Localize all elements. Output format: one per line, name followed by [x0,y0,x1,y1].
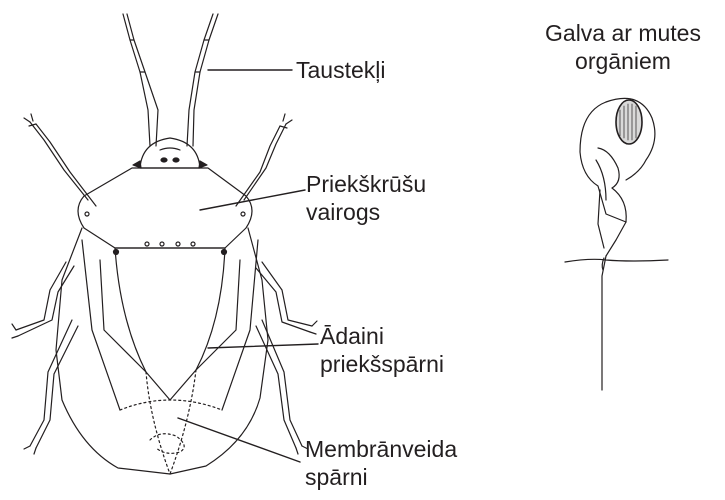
label-membrane: Membrānveida spārni [305,435,457,491]
surface-line [565,259,668,262]
label-membrane-line2: spārni [305,463,457,491]
body-outline-drawing [56,228,268,474]
shield-bug-illustration [12,14,317,474]
head-side-view-illustration [565,98,668,390]
membrane-drawing [120,400,222,410]
label-pronotum-line1: Priekškrūšu [306,170,426,198]
pronotum-pointer-line [200,190,305,210]
legs-drawing [12,114,317,454]
mouthparts-drawing [602,256,606,390]
antennae-drawing [123,14,218,146]
membrane-pointer-line [178,418,300,462]
label-pronotum: Priekškrūšu vairogs [306,170,426,226]
forewings-pointer-line [208,344,318,348]
scutellum-drawing [115,248,225,400]
pronotum-drawing [78,168,252,248]
label-head-line2: orgāniem [525,47,721,75]
label-antennae: Taustekļi [296,56,385,84]
label-head-line1: Galva ar mutes [525,19,721,47]
label-head-mouthparts: Galva ar mutes orgāniem [525,19,721,75]
label-forewings: Ādaini priekšspārni [320,322,444,378]
head-drawing [140,138,200,168]
label-forewings-line2: priekšspārni [320,350,444,378]
label-membrane-line1: Membrānveida [305,435,457,463]
label-forewings-line1: Ādaini [320,322,444,350]
label-pronotum-line2: vairogs [306,198,426,226]
label-antennae-text: Taustekļi [296,56,385,84]
